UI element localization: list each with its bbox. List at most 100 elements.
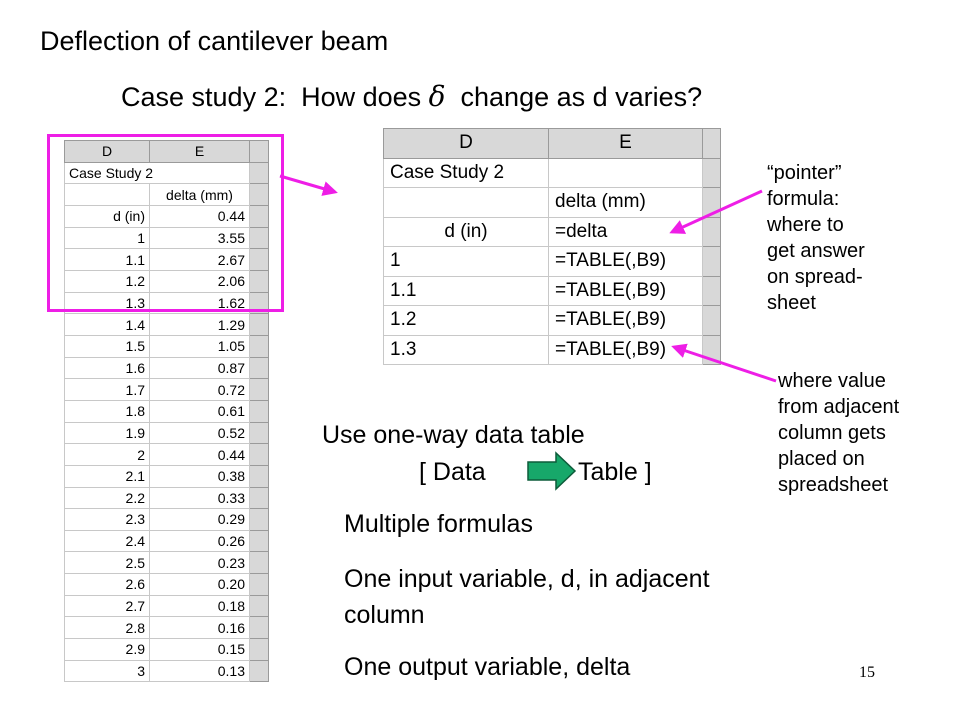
small-output-header: delta (mm)	[149, 183, 250, 206]
small-delta-cell: 0.20	[149, 573, 250, 596]
small-delta-cell: 0.13	[149, 659, 250, 683]
small-d-cell: 1.7	[64, 378, 150, 401]
menu-table-label: Table ]	[578, 458, 652, 486]
big-d-cell: 1.1	[383, 275, 549, 306]
small-col-stub	[249, 248, 269, 271]
big-data-row: 1.3=TABLE(,B9)	[383, 334, 721, 365]
small-delta-cell: 0.87	[149, 356, 250, 380]
small-d-cell: 1.3	[64, 291, 150, 315]
small-output-header-row: delta (mm)	[64, 183, 269, 206]
slide-title: Deflection of cantilever beam	[40, 26, 389, 56]
small-delta-cell: 0.18	[149, 594, 250, 618]
small-spreadsheet: D E Case Study 2 delta (mm) d (in) 0.44 …	[64, 140, 269, 683]
big-col-stub	[702, 305, 721, 336]
small-col-stub	[249, 140, 269, 163]
small-d-cell: 2.6	[64, 573, 150, 596]
small-col-d-header: D	[64, 140, 150, 163]
big-empty-cell	[383, 187, 549, 218]
bullet-multiple-formulas: Multiple formulas	[344, 510, 533, 538]
small-col-stub	[249, 659, 269, 683]
zoom-arrow-icon	[279, 174, 338, 196]
big-d-cell: 1.2	[383, 305, 549, 336]
small-title-cell: Case Study 2	[64, 161, 250, 185]
big-d-cell: 1	[383, 246, 549, 277]
body-line-data-table: Use one-way data table	[322, 421, 585, 449]
menu-data-label: [ Data	[419, 458, 486, 486]
big-formula-cell: =TABLE(,B9)	[548, 246, 703, 277]
small-header-row: D E	[64, 140, 269, 163]
bullet-input-variable-line2: column	[344, 601, 425, 629]
big-col-stub	[702, 275, 721, 306]
small-input-row: d (in) 0.44	[64, 204, 269, 228]
big-col-stub	[702, 216, 721, 247]
small-col-stub	[249, 529, 269, 553]
big-data-row: 1.2=TABLE(,B9)	[383, 305, 721, 336]
slide-subtitle: Case study 2: How does δ change as d var…	[121, 80, 702, 113]
small-delta-cell: 1.29	[149, 313, 250, 336]
big-input-label: d (in)	[383, 216, 549, 247]
small-col-stub	[249, 638, 269, 661]
bullet-output-variable: One output variable, delta	[344, 653, 631, 681]
pointer-note: “pointer” formula: where to get answer o…	[767, 162, 865, 314]
small-title-row: Case Study 2	[64, 161, 269, 185]
small-col-stub	[249, 551, 269, 575]
big-title-row: Case Study 2	[383, 157, 721, 188]
small-delta-cell: 0.29	[149, 508, 250, 531]
subtitle-after: change as d varies?	[445, 82, 703, 112]
big-title-cell: Case Study 2	[383, 157, 549, 188]
small-col-stub	[249, 399, 269, 423]
delta-symbol: δ	[428, 80, 446, 113]
adjacent-note: where value from adjacent column gets pl…	[778, 370, 900, 496]
big-data-row: 1.1=TABLE(,B9)	[383, 275, 721, 306]
big-output-header-row: delta (mm)	[383, 187, 721, 218]
big-formula-cell: =TABLE(,B9)	[548, 275, 703, 306]
big-d-cell: 1.3	[383, 334, 549, 365]
pointer-arrow-icon	[669, 189, 763, 234]
small-delta-cell: 2.06	[149, 269, 250, 293]
small-col-stub	[249, 291, 269, 315]
big-formula-cell: =TABLE(,B9)	[548, 305, 703, 336]
small-col-stub	[249, 161, 269, 185]
small-col-stub	[249, 616, 269, 640]
small-delta-cell: 0.72	[149, 378, 250, 401]
big-col-stub	[702, 128, 721, 159]
small-d-cell: 1.6	[64, 356, 150, 380]
big-output-header: delta (mm)	[548, 187, 703, 218]
big-formula-cell: =TABLE(,B9)	[548, 334, 703, 365]
highlight-box	[47, 134, 284, 312]
big-col-d-header: D	[383, 128, 549, 159]
small-input-value: 0.44	[149, 204, 250, 228]
small-delta-cell: 0.26	[149, 529, 250, 553]
small-col-stub	[249, 594, 269, 618]
big-col-stub	[702, 157, 721, 188]
small-col-stub	[249, 508, 269, 531]
small-col-stub	[249, 269, 269, 293]
small-col-stub	[249, 573, 269, 596]
big-col-stub	[702, 187, 721, 218]
zoomed-spreadsheet: D E Case Study 2 delta (mm) d (in) =delt…	[383, 128, 721, 365]
adjacent-arrow-icon	[671, 343, 777, 383]
small-col-stub	[249, 378, 269, 401]
page-number: 15	[859, 664, 875, 681]
small-col-stub	[249, 486, 269, 510]
small-col-stub	[249, 464, 269, 488]
bullet-input-variable-line1: One input variable, d, in adjacent	[344, 565, 710, 593]
data-table-arrow-icon	[527, 451, 577, 491]
